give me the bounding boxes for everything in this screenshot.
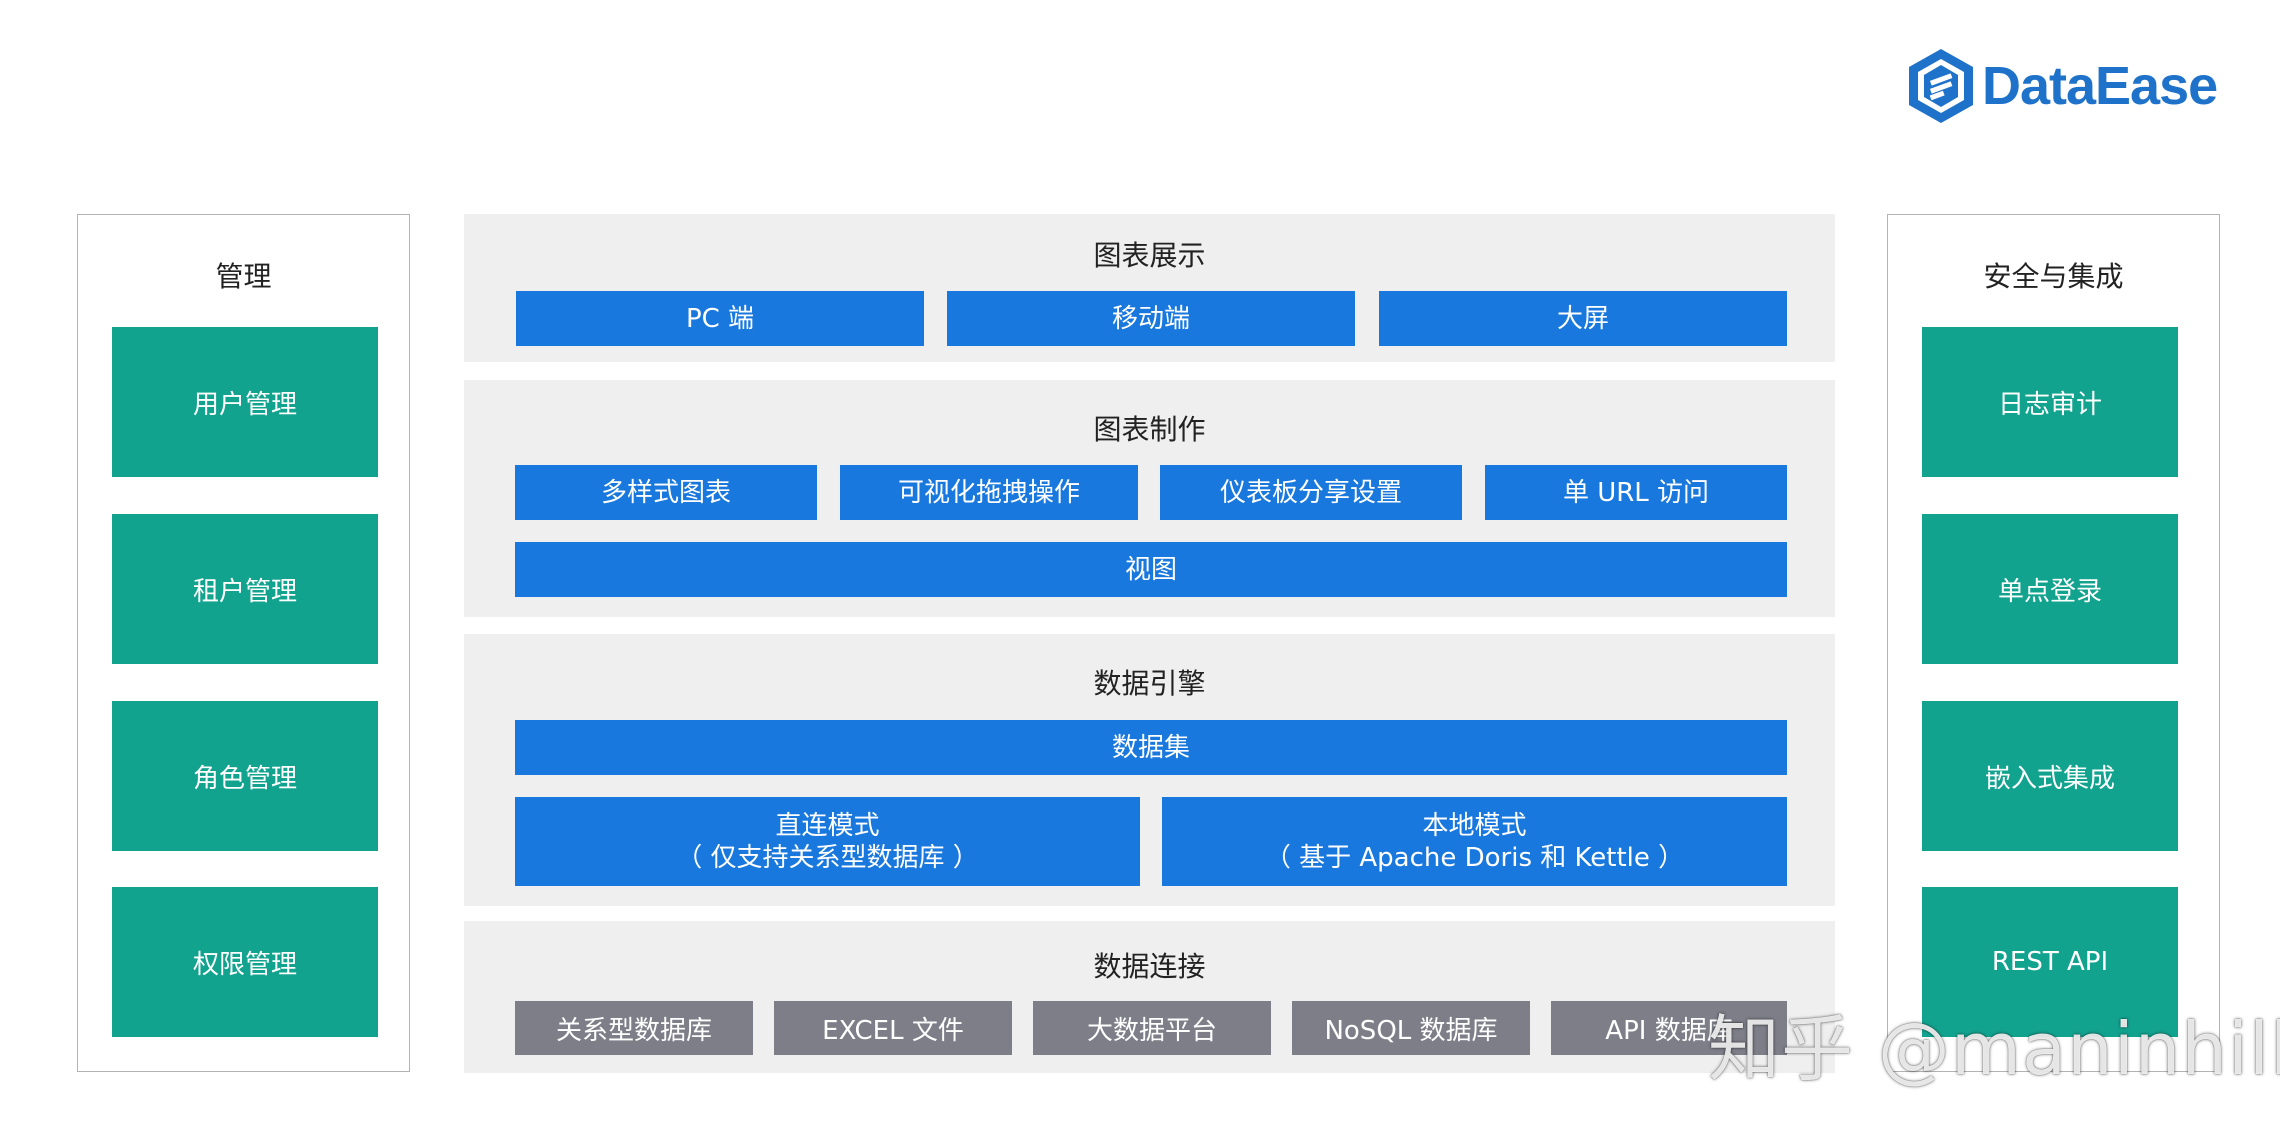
data-connection-title: 数据连接 [1093,950,1206,983]
local-mode-label: 本地模式 [1422,810,1527,841]
dataset-box: 数据集 [515,720,1787,775]
dataease-hexagon-logo-icon [1909,49,1973,123]
embedded-integration-box: 嵌入式集成 [1922,701,2178,851]
big-screen-box: 大屏 [1379,291,1787,346]
big-data-platform-box: 大数据平台 [1033,1001,1271,1055]
tenant-management-box: 租户管理 [112,514,378,664]
brand-name: DataEase [1982,56,2218,116]
role-management-box: 角色管理 [112,701,378,851]
permission-management-box: 权限管理 [112,887,378,1037]
rest-api-box: REST API [1922,887,2178,1037]
direct-mode-label: 直连模式 [775,810,880,841]
chart-display-panel: 图表展示 PC 端 移动端 大屏 [464,214,1835,362]
view-box: 视图 [515,542,1787,597]
dataease-logo: DataEase [1906,44,2218,128]
security-integration-title: 安全与集成 [1983,260,2124,293]
mobile-box: 移动端 [947,291,1355,346]
sso-box: 单点登录 [1922,514,2178,664]
management-title: 管理 [215,260,272,293]
chart-display-title: 图表展示 [1093,239,1206,272]
nosql-db-box: NoSQL 数据库 [1292,1001,1530,1055]
direct-mode-note: （ 仅支持关系型数据库 ） [676,842,979,873]
user-management-box: 用户管理 [112,327,378,477]
data-connection-panel: 数据连接 关系型数据库 EXCEL 文件 大数据平台 NoSQL 数据库 API… [464,921,1835,1073]
local-mode-note: （ 基于 Apache Doris 和 Kettle ） [1264,842,1685,873]
single-url-access-box: 单 URL 访问 [1485,465,1787,520]
relational-db-box: 关系型数据库 [515,1001,753,1055]
chart-making-title: 图表制作 [1093,413,1206,446]
pc-box: PC 端 [516,291,924,346]
security-integration-panel: 安全与集成 日志审计 单点登录 嵌入式集成 REST API [1887,214,2220,1072]
local-mode-box: 本地模式 （ 基于 Apache Doris 和 Kettle ） [1162,797,1787,886]
api-db-box: API 数据库 [1551,1001,1787,1055]
watermark-text: 知乎 @maninhill [1708,1007,2280,1091]
data-engine-panel: 数据引擎 数据集 直连模式 （ 仅支持关系型数据库 ） 本地模式 （ 基于 Ap… [464,634,1835,906]
excel-file-box: EXCEL 文件 [774,1001,1012,1055]
chart-making-panel: 图表制作 多样式图表 可视化拖拽操作 仪表板分享设置 单 URL 访问 视图 [464,380,1835,617]
drag-drop-box: 可视化拖拽操作 [840,465,1138,520]
dashboard-share-box: 仪表板分享设置 [1160,465,1462,520]
management-panel: 管理 用户管理 租户管理 角色管理 权限管理 [77,214,410,1072]
multi-style-charts-box: 多样式图表 [515,465,817,520]
data-engine-title: 数据引擎 [1093,667,1206,700]
log-audit-box: 日志审计 [1922,327,2178,477]
direct-mode-box: 直连模式 （ 仅支持关系型数据库 ） [515,797,1140,886]
